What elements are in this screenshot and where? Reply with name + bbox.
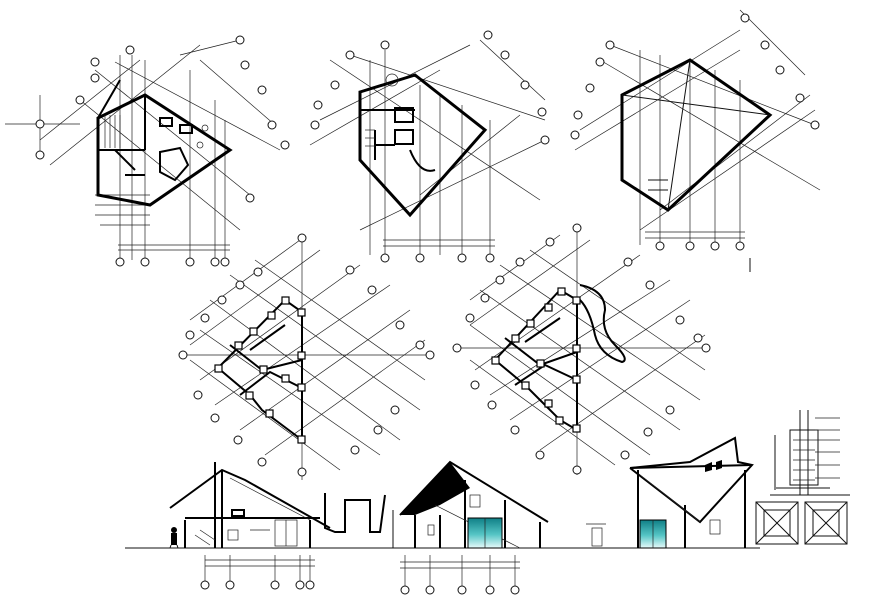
upper-floor-plan [309,30,550,263]
side-elevation [580,436,760,549]
foundation-plan [178,233,435,480]
front-elevation [392,460,580,595]
column-plan [452,223,711,475]
structural-detail [755,410,850,545]
roof-plan [570,9,821,272]
human-scale-figure [169,527,179,549]
ground-floor-plan [5,35,290,267]
section-elevation [125,462,395,590]
